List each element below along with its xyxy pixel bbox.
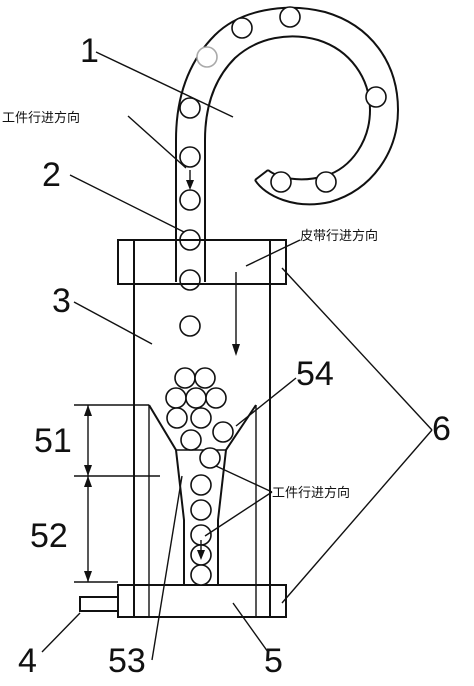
label-51: 51	[34, 422, 72, 460]
direction-annotations: 工件行进方向 皮带行进方向 工件行进方向	[2, 110, 378, 501]
belt-direction-arrow	[232, 272, 240, 356]
annotation-workpiece-direction-bottom: 工件行进方向	[272, 485, 350, 501]
label-53: 53	[108, 642, 146, 680]
label-4: 4	[18, 642, 37, 680]
label-5: 5	[264, 642, 283, 680]
label-6: 6	[432, 410, 451, 448]
dimension-lines	[74, 404, 160, 583]
label-54: 54	[296, 355, 334, 393]
housing	[117, 239, 287, 618]
label-52: 52	[30, 517, 68, 555]
annotation-workpiece-direction-top: 工件行进方向	[2, 110, 80, 126]
motor-shaft	[79, 596, 119, 612]
label-1: 1	[80, 32, 99, 70]
leader-lines	[41, 51, 433, 661]
label-3: 3	[52, 282, 71, 320]
annotation-belt-direction: 皮带行进方向	[300, 228, 378, 244]
falling-ball	[179, 315, 201, 337]
tube-direction-arrow	[186, 170, 194, 190]
part-labels: 1 2 3 4 5 6 51 52 53 54	[18, 32, 451, 680]
label-2: 2	[42, 156, 61, 194]
hopper-direction-arrow	[197, 540, 205, 560]
coil-balls	[179, 6, 387, 291]
